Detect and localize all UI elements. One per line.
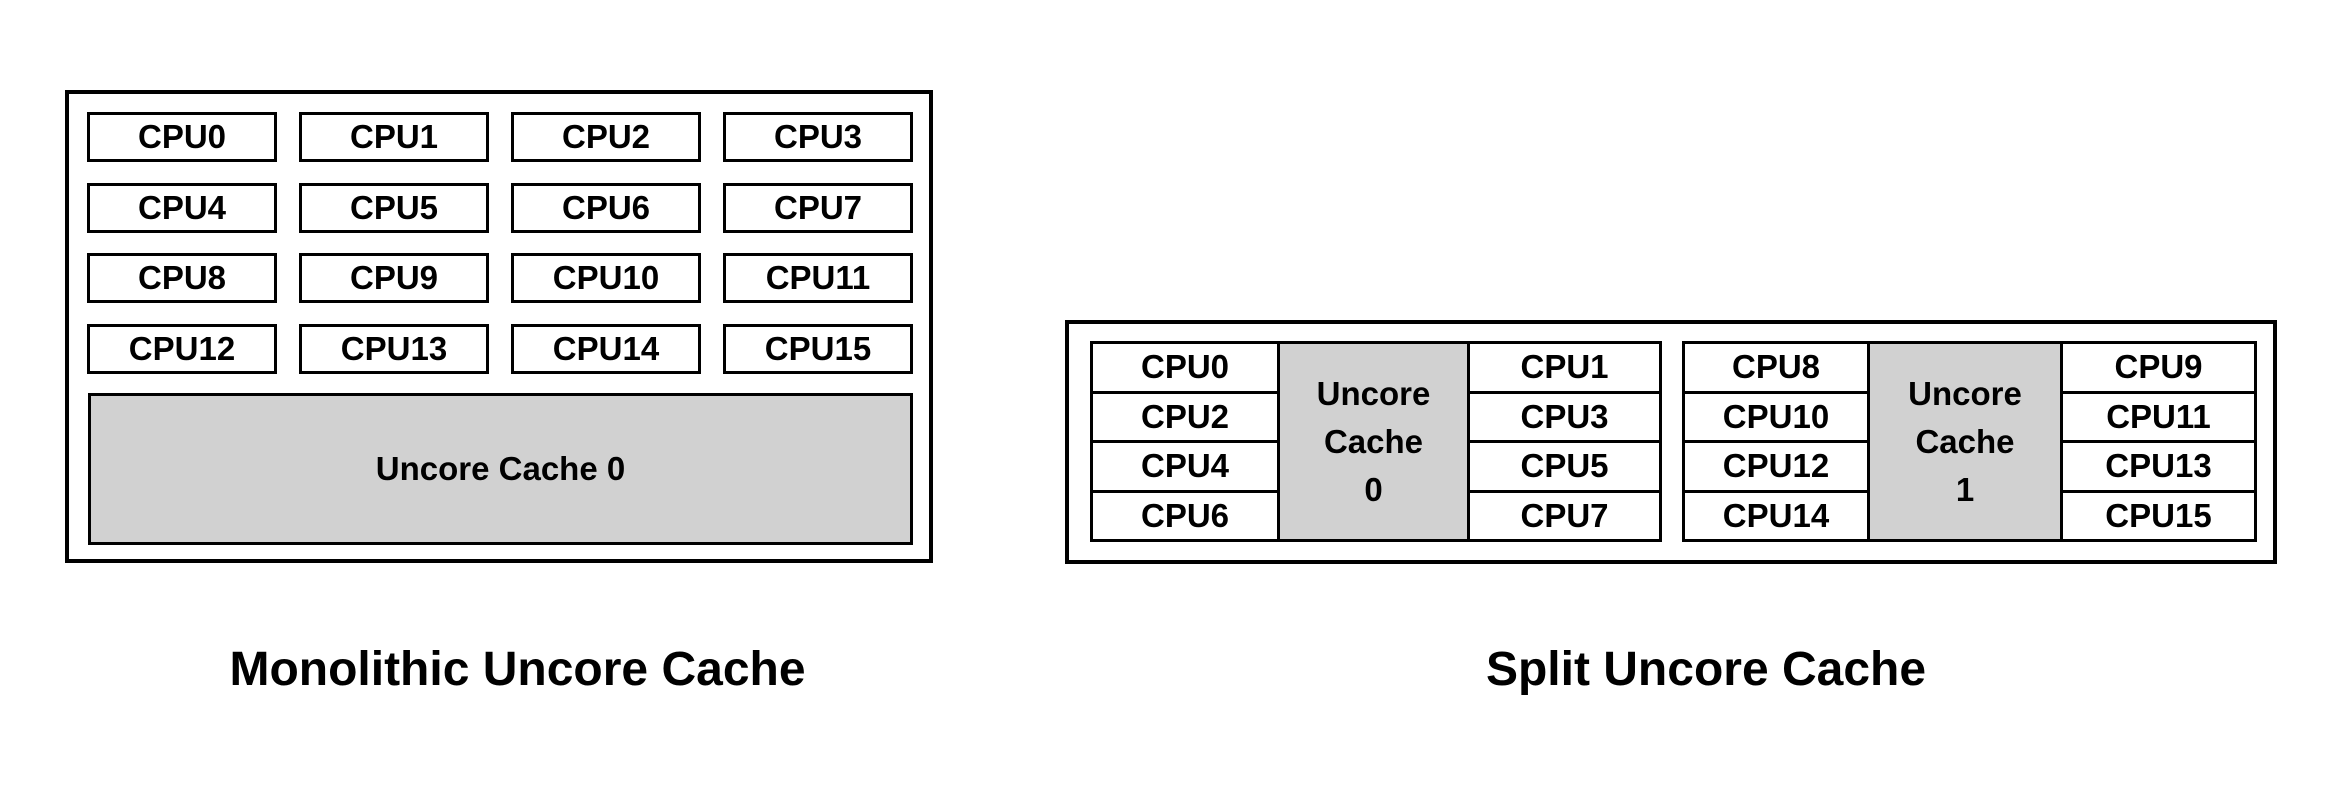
cpu-box: CPU0	[87, 112, 277, 162]
cpu-box: CPU7	[723, 183, 913, 233]
cpu-cell: CPU0	[1140, 348, 1230, 386]
cache-line: 1	[1955, 470, 1975, 508]
cache-line: Cache	[1323, 422, 1424, 460]
cpu-cell: CPU13	[2063, 440, 2254, 490]
cpu-cell: CPU8	[1731, 348, 1821, 386]
uncore-cache-0-bar: Uncore Cache 0	[88, 393, 913, 545]
cpu-box: CPU9	[299, 253, 489, 303]
cpu-cell: CPU14	[1685, 489, 1867, 540]
cpu-box: CPU6	[511, 183, 701, 233]
cpu-box: CPU12	[87, 324, 277, 374]
cpu-cell: CPU4	[1093, 440, 1277, 490]
cpu-cell: CPU11	[2063, 390, 2254, 441]
cpu-cell: CPU1	[1520, 348, 1609, 386]
cpu-cell: CPU6	[1093, 489, 1277, 540]
cpu-box: CPU10	[511, 253, 701, 303]
cache-line: Uncore	[1908, 374, 2022, 412]
cluster0-even-cpu-column: CPU0 CPU2 CPU4 CPU6	[1090, 341, 1280, 542]
cache-line: 0	[1364, 470, 1383, 508]
uncore-cache-1-box: Uncore Cache 1	[1867, 341, 2063, 542]
cpu-cell: CPU12	[1685, 440, 1867, 490]
cpu-cell: CPU5	[1470, 440, 1659, 490]
cpu-cell: CPU7	[1470, 489, 1659, 540]
cpu-box: CPU15	[723, 324, 913, 374]
cpu-box: CPU1	[299, 112, 489, 162]
uncore-cache-0-box: Uncore Cache 0	[1277, 341, 1470, 542]
cpu-box: CPU5	[299, 183, 489, 233]
cpu-cell: CPU9	[2114, 348, 2203, 386]
cpu-box: CPU4	[87, 183, 277, 233]
cpu-box: CPU14	[511, 324, 701, 374]
cpu-box: CPU13	[299, 324, 489, 374]
cpu-cell: CPU2	[1093, 390, 1277, 441]
cpu-box: CPU3	[723, 112, 913, 162]
cpu-cell: CPU15	[2063, 489, 2254, 540]
cache-line: Cache	[1915, 422, 2015, 460]
cpu-box: CPU8	[87, 253, 277, 303]
split-caption: Split Uncore Cache	[1485, 643, 1927, 696]
cpu-box: CPU2	[511, 112, 701, 162]
cluster0-odd-cpu-column: CPU1 CPU3 CPU5 CPU7	[1467, 341, 1662, 542]
cache-line: Uncore	[1316, 374, 1431, 412]
cluster1-even-cpu-column: CPU8 CPU10 CPU12 CPU14	[1682, 341, 1870, 542]
monolithic-caption: Monolithic Uncore Cache	[229, 643, 806, 696]
cpu-cell: CPU3	[1470, 390, 1659, 441]
cpu-cell: CPU10	[1685, 390, 1867, 441]
cluster1-odd-cpu-column: CPU9 CPU11 CPU13 CPU15	[2060, 341, 2257, 542]
cpu-box: CPU11	[723, 253, 913, 303]
